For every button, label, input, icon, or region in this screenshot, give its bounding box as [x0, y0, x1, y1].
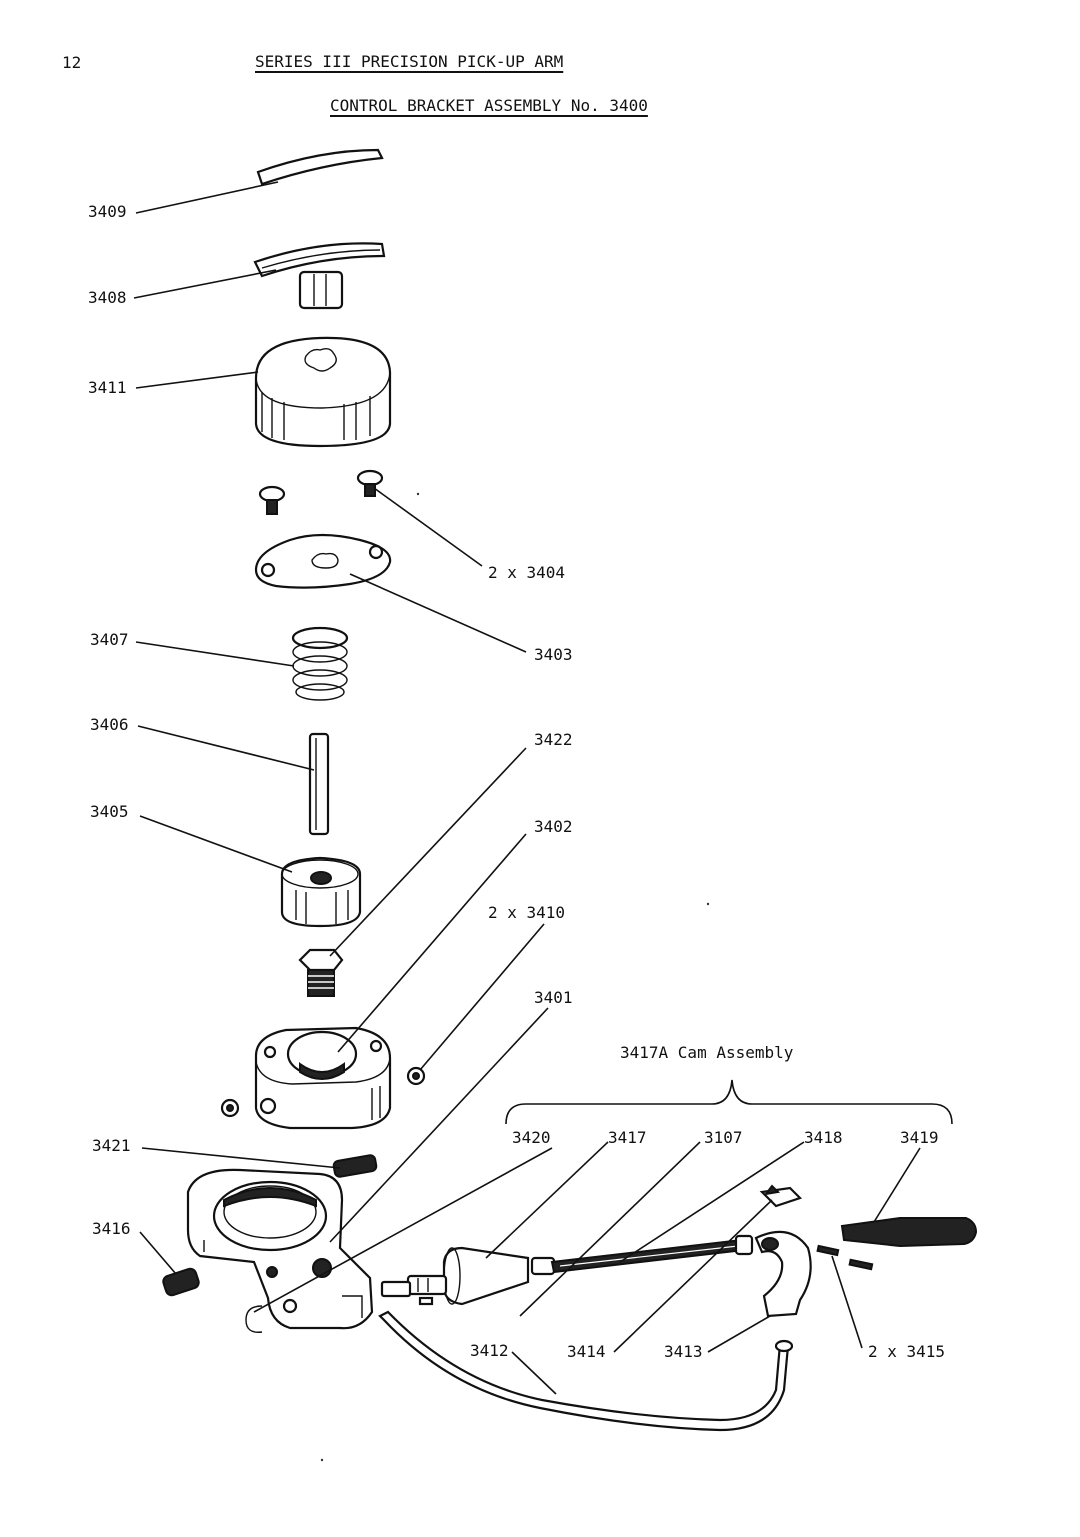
- part-3411-housing: [254, 336, 392, 448]
- part-3403-plate: [254, 533, 392, 589]
- callout-3416: 3416: [92, 1219, 131, 1238]
- callout-3413: 3413: [664, 1342, 703, 1361]
- callout-3410: 2 x 3410: [488, 903, 566, 922]
- scan-speck: [320, 1458, 324, 1462]
- callout-3421: 3421: [92, 1136, 131, 1155]
- part-3410-pins: [220, 1066, 426, 1118]
- part-3407-spring: [291, 626, 349, 701]
- callout-3412: 3412: [470, 1341, 509, 1360]
- part-3414-clip: [759, 1184, 803, 1208]
- callout-3415: 2 x 3415: [868, 1342, 946, 1361]
- part-3401-arm-bracket: [186, 1168, 374, 1330]
- part-3422-screw: [298, 948, 344, 997]
- part-3420-cone: [380, 1246, 530, 1306]
- callout-3420: 3420: [512, 1128, 551, 1147]
- callout-3107: 3107: [704, 1128, 743, 1147]
- part-3417-rod: [530, 1234, 754, 1276]
- callout-3419: 3419: [900, 1128, 939, 1147]
- cam-assembly-label: 3417A Cam Assembly: [620, 1043, 794, 1062]
- callout-3405: 3405: [90, 802, 129, 821]
- callout-3403: 3403: [534, 645, 573, 664]
- page-header-title: SERIES III PRECISION PICK-UP ARM: [255, 52, 564, 71]
- part-3418-cam: [754, 1230, 812, 1318]
- callout-3417: 3417: [608, 1128, 647, 1147]
- callout-3402: 3402: [534, 817, 573, 836]
- scan-speck: [416, 492, 420, 496]
- part-3402-bracket: [254, 1026, 392, 1130]
- callout-3408: 3408: [88, 288, 127, 307]
- callout-3401: 3401: [534, 988, 573, 1007]
- callout-3407: 3407: [90, 630, 129, 649]
- part-3406-pin: [308, 732, 330, 836]
- callout-3406: 3406: [90, 715, 129, 734]
- callout-3418: 3418: [804, 1128, 843, 1147]
- part-3404-screws: [258, 469, 384, 515]
- part-circlip: [245, 1305, 263, 1333]
- part-3409-strip: [256, 148, 384, 186]
- callout-3409: 3409: [88, 202, 127, 221]
- part-3415-pins: [816, 1244, 874, 1271]
- part-3412-wire: [378, 1310, 794, 1432]
- cam-assembly-brace: [505, 1079, 953, 1125]
- part-3416-screw: [162, 1267, 200, 1297]
- leader-lines: [133, 181, 921, 1395]
- diagram-title: CONTROL BRACKET ASSEMBLY No. 3400: [330, 96, 648, 115]
- callout-3404: 2 x 3404: [488, 563, 566, 582]
- page-number: 12: [62, 53, 82, 72]
- part-3408-plate: [253, 242, 386, 310]
- part-3421-screw: [332, 1154, 378, 1178]
- scan-speck: [706, 902, 710, 906]
- part-3419-knob: [840, 1217, 978, 1248]
- callout-3414: 3414: [567, 1342, 606, 1361]
- callout-3422: 3422: [534, 730, 573, 749]
- part-3405-bushing: [280, 856, 362, 928]
- callout-3411: 3411: [88, 378, 127, 397]
